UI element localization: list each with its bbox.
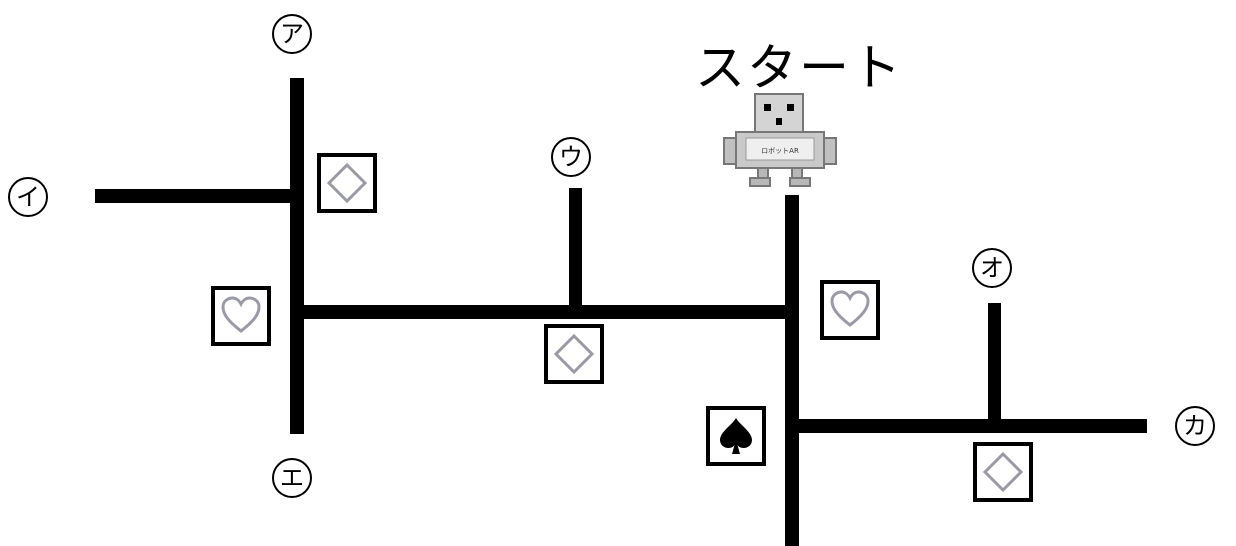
- heart-icon: [830, 290, 870, 327]
- card-diamond: [973, 442, 1033, 502]
- card-spade: [706, 406, 766, 466]
- point-label-u: ウ: [551, 137, 591, 177]
- spade-icon: [720, 418, 752, 454]
- card-heart: [211, 286, 271, 346]
- point-label-i: イ: [8, 177, 48, 217]
- diamond-icon: [326, 162, 368, 204]
- diamond-icon: [553, 333, 595, 375]
- road-branch-i: [95, 189, 295, 203]
- heart-icon: [221, 296, 261, 333]
- road-branch-u: [569, 188, 582, 311]
- robot-body-text: ロボットAR: [761, 147, 799, 155]
- point-label-ka: カ: [1175, 406, 1215, 446]
- road-lower-horizontal: [792, 419, 1147, 433]
- start-label: スタート: [695, 39, 903, 97]
- card-diamond: [544, 324, 604, 384]
- point-label-e: エ: [272, 458, 312, 498]
- road-middle-horizontal: [297, 305, 792, 319]
- point-label-a: ア: [272, 14, 312, 54]
- point-label-o: オ: [972, 248, 1012, 288]
- road-vertical-start: [785, 195, 799, 546]
- card-heart: [820, 280, 880, 340]
- robot-icon: ロボットAR: [723, 93, 837, 187]
- road-branch-o: [988, 303, 1001, 425]
- road-vertical-a: [290, 78, 304, 434]
- diamond-icon: [982, 451, 1024, 493]
- card-diamond: [317, 153, 377, 213]
